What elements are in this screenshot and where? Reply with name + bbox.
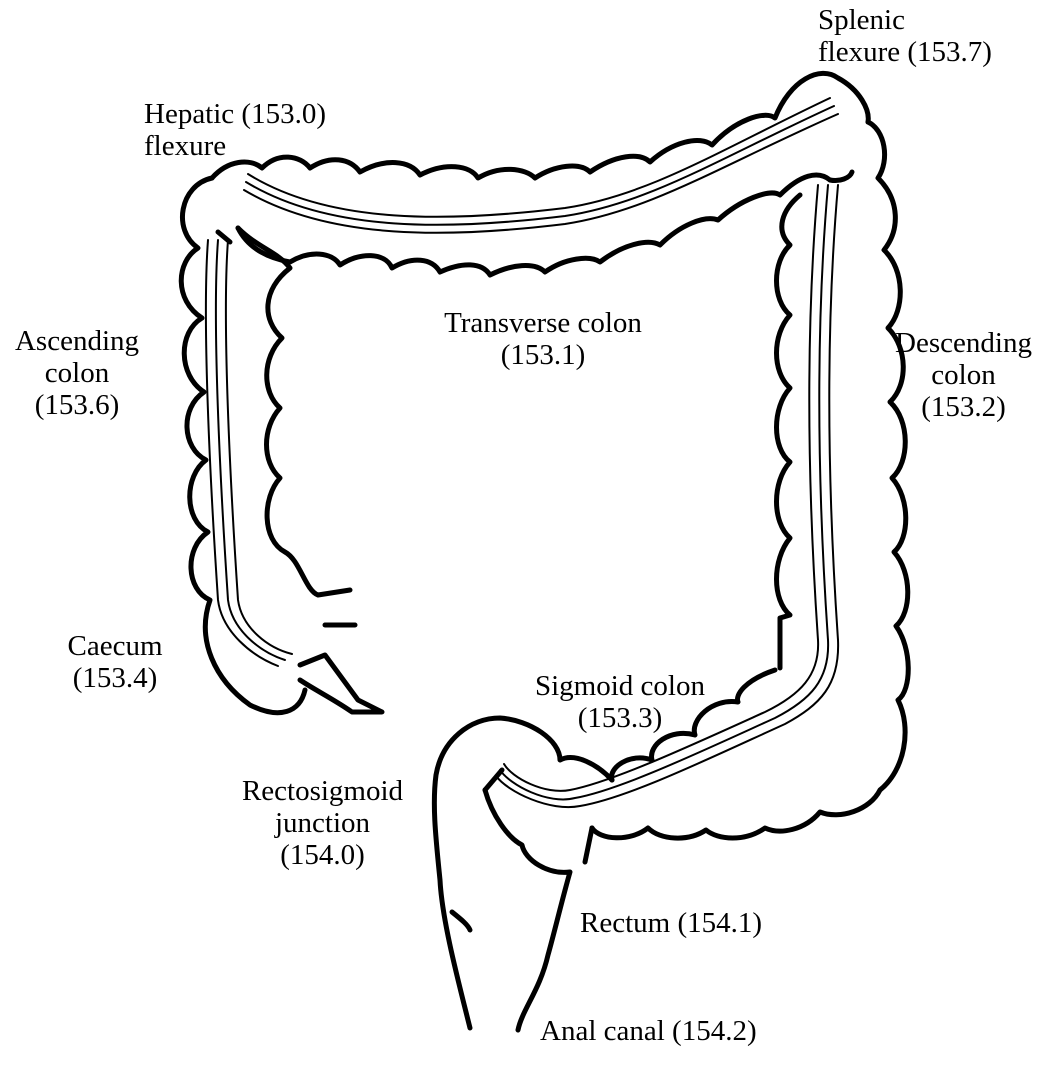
label-line: flexure (153.7): [818, 36, 992, 68]
label-line: Transverse colon: [418, 307, 668, 339]
label-line: junction: [225, 807, 420, 839]
ascending-colon-inner-wall: [238, 228, 350, 595]
sigmoid-fold: [585, 828, 592, 862]
rectum-inner-wall: [485, 790, 570, 1030]
label-ascending-colon: Ascending colon (153.6): [2, 325, 152, 421]
label-descending-colon: Descending colon (153.2): [880, 327, 1047, 423]
label-line: Descending: [880, 327, 1047, 359]
label-rectosigmoid-junction: Rectosigmoid junction (154.0): [225, 775, 420, 871]
rectum-fold: [452, 912, 470, 930]
label-line: (153.2): [880, 391, 1047, 423]
label-line: (153.3): [510, 702, 730, 734]
label-transverse-colon: Transverse colon (153.1): [418, 307, 668, 371]
label-rectum: Rectum (154.1): [580, 907, 762, 939]
label-line: (153.6): [2, 389, 152, 421]
label-line: (153.4): [50, 662, 180, 694]
label-line: Caecum: [50, 630, 180, 662]
label-line: colon: [2, 357, 152, 389]
label-line: Rectum (154.1): [580, 907, 762, 939]
label-line: (154.0): [225, 839, 420, 871]
label-splenic-flexure: Splenic flexure (153.7): [818, 4, 992, 68]
label-sigmoid-colon: Sigmoid colon (153.3): [510, 670, 730, 734]
label-line: (153.1): [418, 339, 668, 371]
label-line: colon: [880, 359, 1047, 391]
splenic-fold: [830, 172, 852, 181]
label-caecum: Caecum (153.4): [50, 630, 180, 694]
transverse-colon-bottom-wall: [238, 175, 830, 275]
label-line: Hepatic (153.0): [144, 98, 326, 130]
descending-colon-inner-wall: [777, 195, 801, 668]
label-line: Ascending: [2, 325, 152, 357]
label-line: Anal canal (154.2): [540, 1015, 757, 1047]
label-line: Splenic: [818, 4, 992, 36]
appendix: [300, 655, 382, 712]
label-line: Sigmoid colon: [510, 670, 730, 702]
label-hepatic-flexure: Hepatic (153.0) flexure: [144, 98, 326, 162]
label-anal-canal: Anal canal (154.2): [540, 1015, 757, 1047]
sigmoid-loop: [434, 718, 612, 1028]
label-line: flexure: [144, 130, 326, 162]
label-line: Rectosigmoid: [225, 775, 420, 807]
